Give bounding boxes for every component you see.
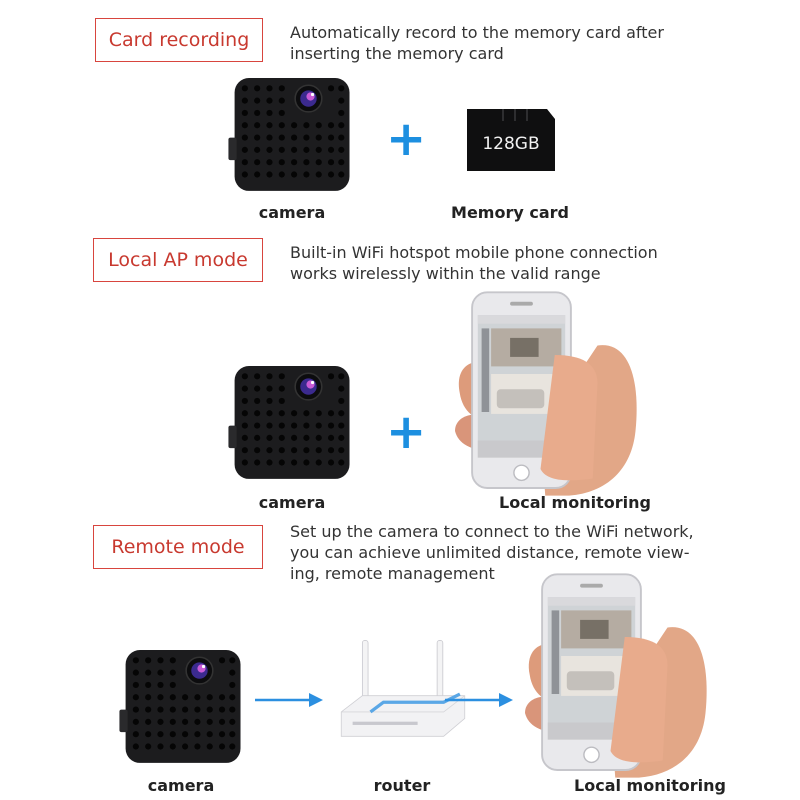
phone-in-hand-image [455, 288, 645, 498]
camera-image [228, 76, 352, 194]
mode-badge-local-ap: Local AP mode [93, 238, 263, 282]
plus-icon: + [386, 404, 427, 460]
label-memory-card: Memory card [451, 203, 569, 222]
label-local-monitoring: Local monitoring [574, 776, 726, 795]
memory-card-capacity: 128GB [482, 134, 539, 154]
plus-icon: + [386, 111, 427, 167]
label-local-monitoring: Local monitoring [499, 493, 651, 512]
remote-description: Set up the camera to connect to the WiFi… [290, 522, 694, 583]
arrow-right-icon [445, 693, 513, 707]
camera-image [228, 364, 352, 482]
card-recording-description: Automatically record to the memory card … [290, 23, 664, 63]
phone-in-hand-image [525, 570, 715, 780]
arrow-right-icon [255, 693, 323, 707]
camera-image [119, 648, 243, 766]
label-camera: camera [258, 493, 326, 512]
memory-card-image: 128GB [467, 109, 555, 171]
label-camera: camera [258, 203, 326, 222]
label-camera: camera [147, 776, 215, 795]
mode-badge-remote: Remote mode [93, 525, 263, 569]
mode-badge-card-recording: Card recording [95, 18, 263, 62]
local-ap-description: Built-in WiFi hotspot mobile phone conne… [290, 243, 658, 283]
label-router: router [373, 776, 431, 795]
